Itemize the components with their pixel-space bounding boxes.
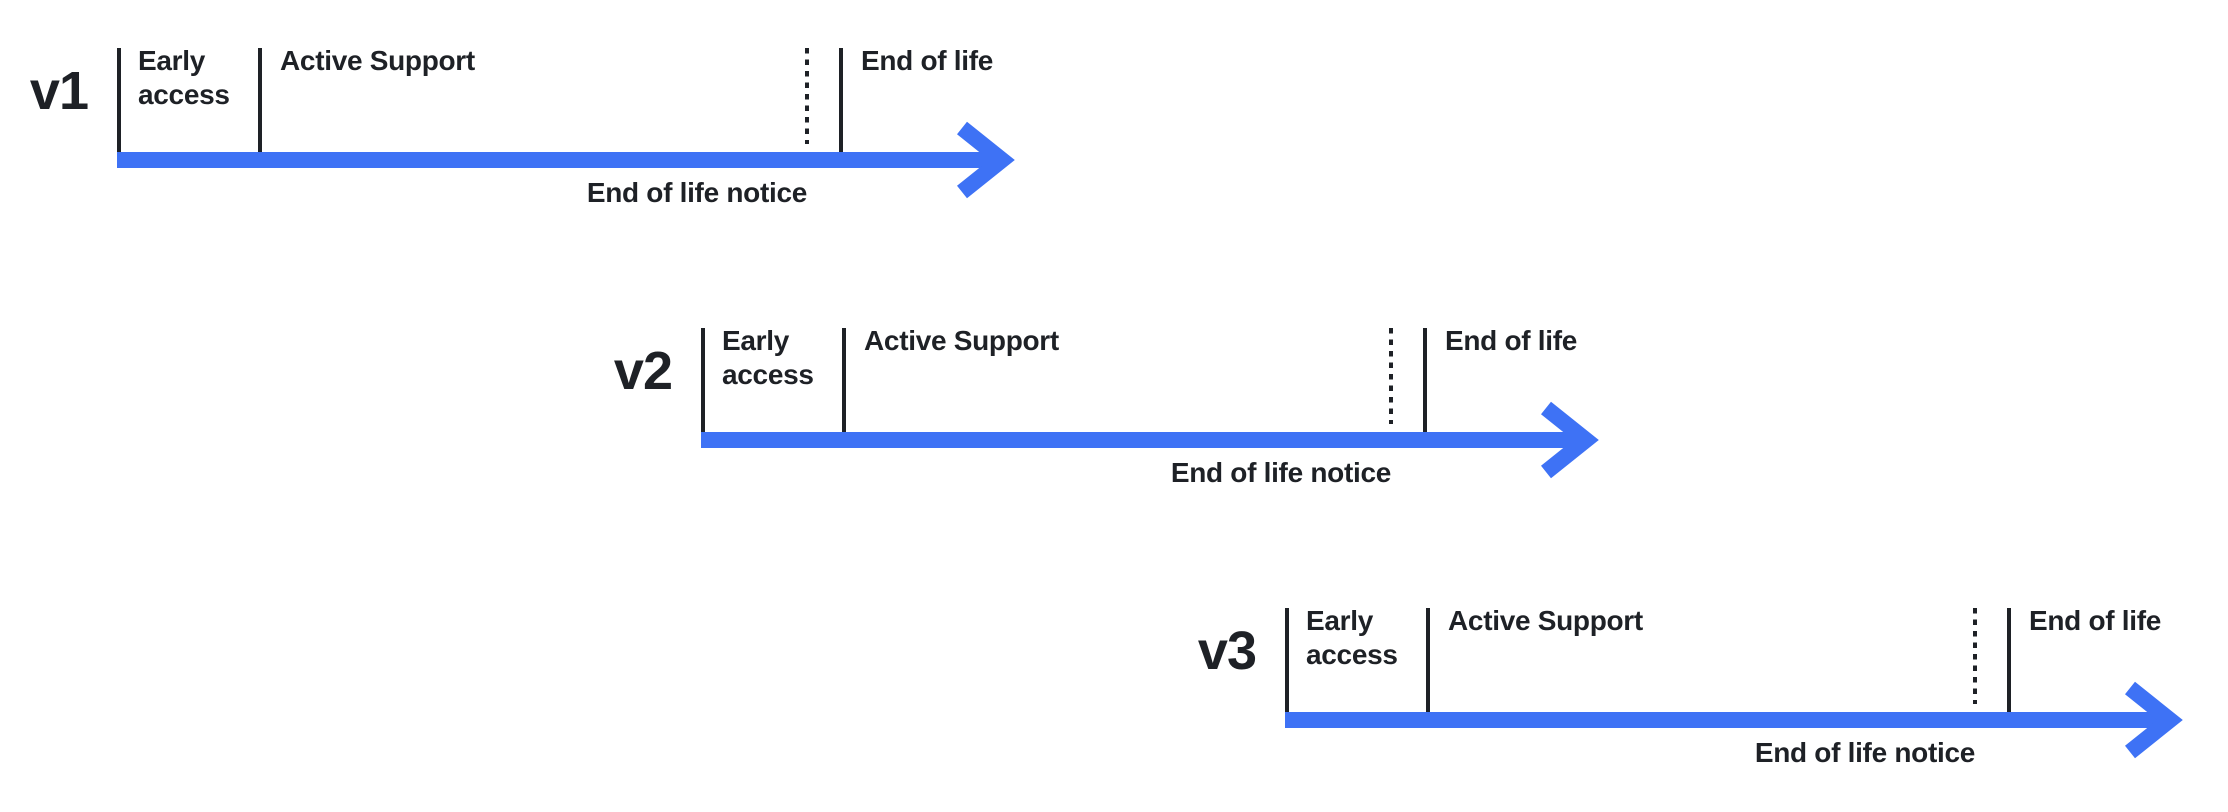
timeline-v2: v2 Early access Active Support End of li… bbox=[584, 280, 1644, 520]
version-label: v2 bbox=[613, 341, 673, 401]
tick-early-access-start bbox=[117, 48, 121, 152]
timeline-v3: v3 Early access Active Support End of li… bbox=[1168, 560, 2228, 800]
timeline-v1: v1 Early access Active Support End of li… bbox=[0, 0, 1060, 240]
timeline-arrow-icon bbox=[1285, 681, 2183, 759]
tick-early-access-start bbox=[701, 328, 705, 432]
version-label: v1 bbox=[29, 61, 89, 121]
end-of-life-notice-label: End of life notice bbox=[586, 177, 807, 208]
early-access-label: Early access bbox=[722, 325, 814, 390]
eol-notice-dashed-line bbox=[1973, 608, 1977, 704]
version-label: v3 bbox=[1197, 621, 1257, 681]
active-support-label: Active Support bbox=[1448, 605, 1643, 636]
tick-early-access-start bbox=[1285, 608, 1289, 712]
timeline-arrow-icon bbox=[701, 401, 1599, 479]
end-of-life-label: End of life bbox=[1445, 325, 1578, 356]
tick-active-support-start bbox=[258, 48, 262, 152]
tick-active-support-start bbox=[1426, 608, 1430, 712]
end-of-life-notice-label: End of life notice bbox=[1170, 457, 1391, 488]
early-access-label: Early access bbox=[138, 45, 230, 110]
eol-notice-dashed-line bbox=[805, 48, 809, 144]
timeline-arrow-icon bbox=[117, 121, 1015, 199]
tick-end-of-life bbox=[839, 48, 843, 152]
active-support-label: Active Support bbox=[864, 325, 1059, 356]
active-support-label: Active Support bbox=[280, 45, 475, 76]
tick-active-support-start bbox=[842, 328, 846, 432]
end-of-life-label: End of life bbox=[2029, 605, 2162, 636]
tick-end-of-life bbox=[1423, 328, 1427, 432]
end-of-life-notice-label: End of life notice bbox=[1754, 737, 1975, 768]
tick-end-of-life bbox=[2007, 608, 2011, 712]
end-of-life-label: End of life bbox=[861, 45, 994, 76]
early-access-label: Early access bbox=[1306, 605, 1398, 670]
eol-notice-dashed-line bbox=[1389, 328, 1393, 424]
